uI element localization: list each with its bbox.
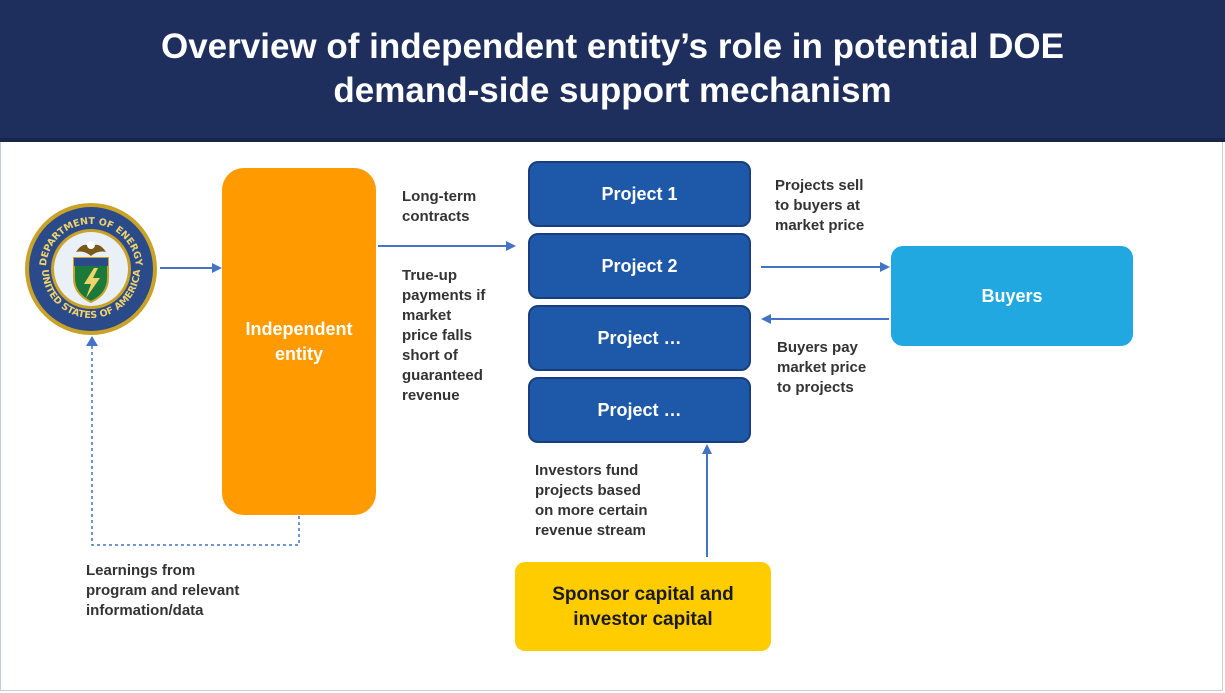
entity-label: Independent entity: [245, 318, 353, 364]
independent-entity-box: Independent entity: [222, 168, 376, 515]
project-box-4: Project …: [528, 377, 751, 443]
project-box-1: Project 1: [528, 161, 751, 227]
label-long-term-contracts: Long-term contracts: [402, 188, 477, 225]
label-buyers-pay: Buyers pay market price to projects: [777, 339, 867, 396]
buyers-label: Buyers: [981, 285, 1043, 306]
label-projects-sell: Projects sell to buyers at market price: [775, 177, 865, 234]
project-label: Project …: [597, 327, 682, 348]
project-label: Project 2: [601, 255, 678, 276]
dashed-feedback-path: [91, 344, 300, 546]
arrowhead-feedback: [86, 336, 98, 346]
label-learnings: Learnings from program and relevant info…: [86, 562, 240, 619]
project-label: Project 1: [601, 183, 678, 204]
buyers-box: Buyers: [891, 246, 1133, 346]
project-label: Project …: [597, 399, 682, 420]
sponsor-capital-box: Sponsor capital and investor capital: [515, 562, 771, 651]
page-title: Overview of independent entity’s role in…: [160, 27, 1064, 110]
sponsor-label: Sponsor capital and investor capital: [552, 583, 734, 630]
doe-seal-icon: DEPARTMENT OF ENERGY UNITED STATES OF AM…: [25, 203, 157, 335]
label-investors-fund: Investors fund projects based on more ce…: [535, 462, 648, 539]
project-box-3: Project …: [528, 305, 751, 371]
title-banner: Overview of independent entity’s role in…: [0, 0, 1225, 142]
label-true-up-payments: True-up payments if market price falls s…: [402, 267, 486, 404]
project-box-2: Project 2: [528, 233, 751, 299]
